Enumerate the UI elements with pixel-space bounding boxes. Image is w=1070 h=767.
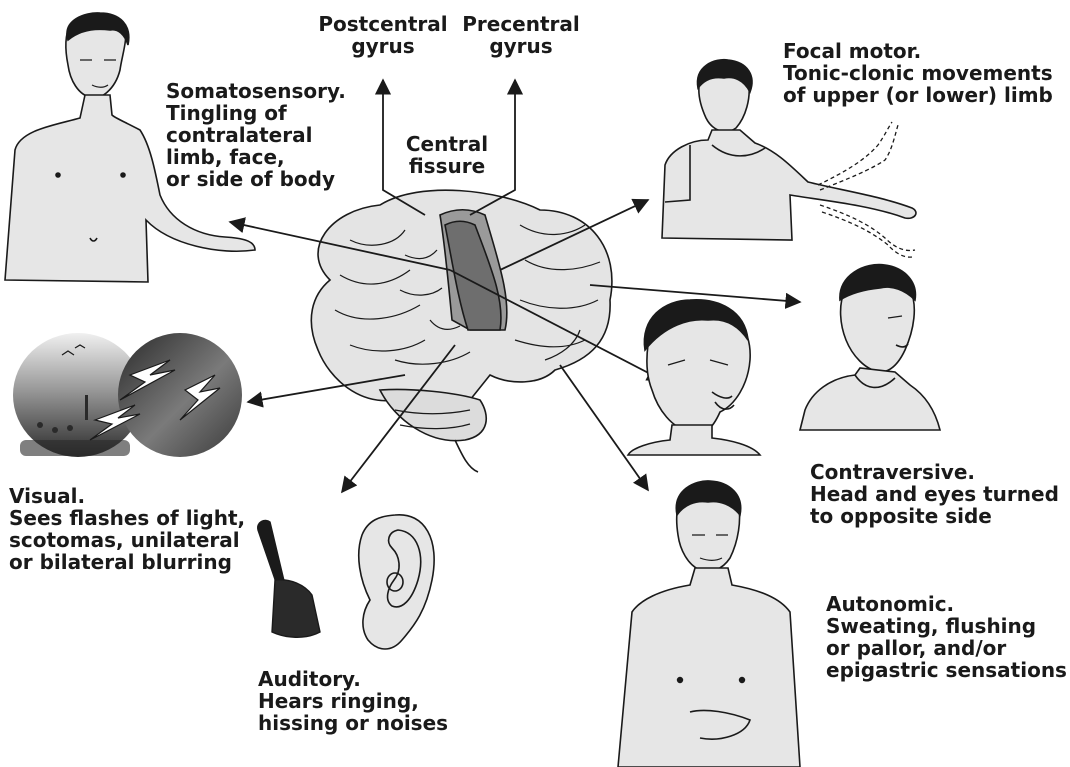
label-auditory: Auditory.Hears ringing,hissing or noises — [258, 668, 448, 734]
man-head-grimace — [628, 300, 760, 455]
ear-icon — [359, 515, 434, 649]
man-head-turned — [800, 265, 940, 430]
man-autonomic — [618, 481, 800, 767]
visual-fields — [13, 333, 242, 457]
bell-icon — [258, 520, 320, 637]
label-visual: Visual.Sees flashes of light,scotomas, u… — [9, 485, 245, 573]
